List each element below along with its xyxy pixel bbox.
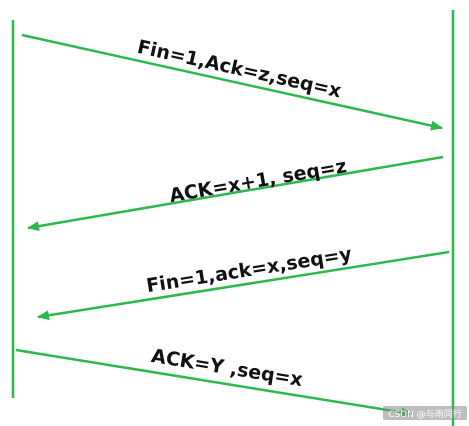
watermark-background bbox=[383, 406, 467, 420]
message-arrow-3 bbox=[37, 250, 450, 321]
message-arrow-4 bbox=[15, 348, 413, 418]
message-arrow-2 bbox=[27, 155, 444, 232]
watermark: CSDN @与雨同行 bbox=[388, 408, 462, 420]
message-label-2: ACK=x+1, seq=z bbox=[168, 155, 348, 207]
message-label-1: Fin=1,Ack=z,seq=x bbox=[135, 36, 343, 103]
message-label-3: Fin=1,ack=x,seq=y bbox=[145, 243, 354, 297]
message-arrow-1 bbox=[21, 33, 443, 131]
